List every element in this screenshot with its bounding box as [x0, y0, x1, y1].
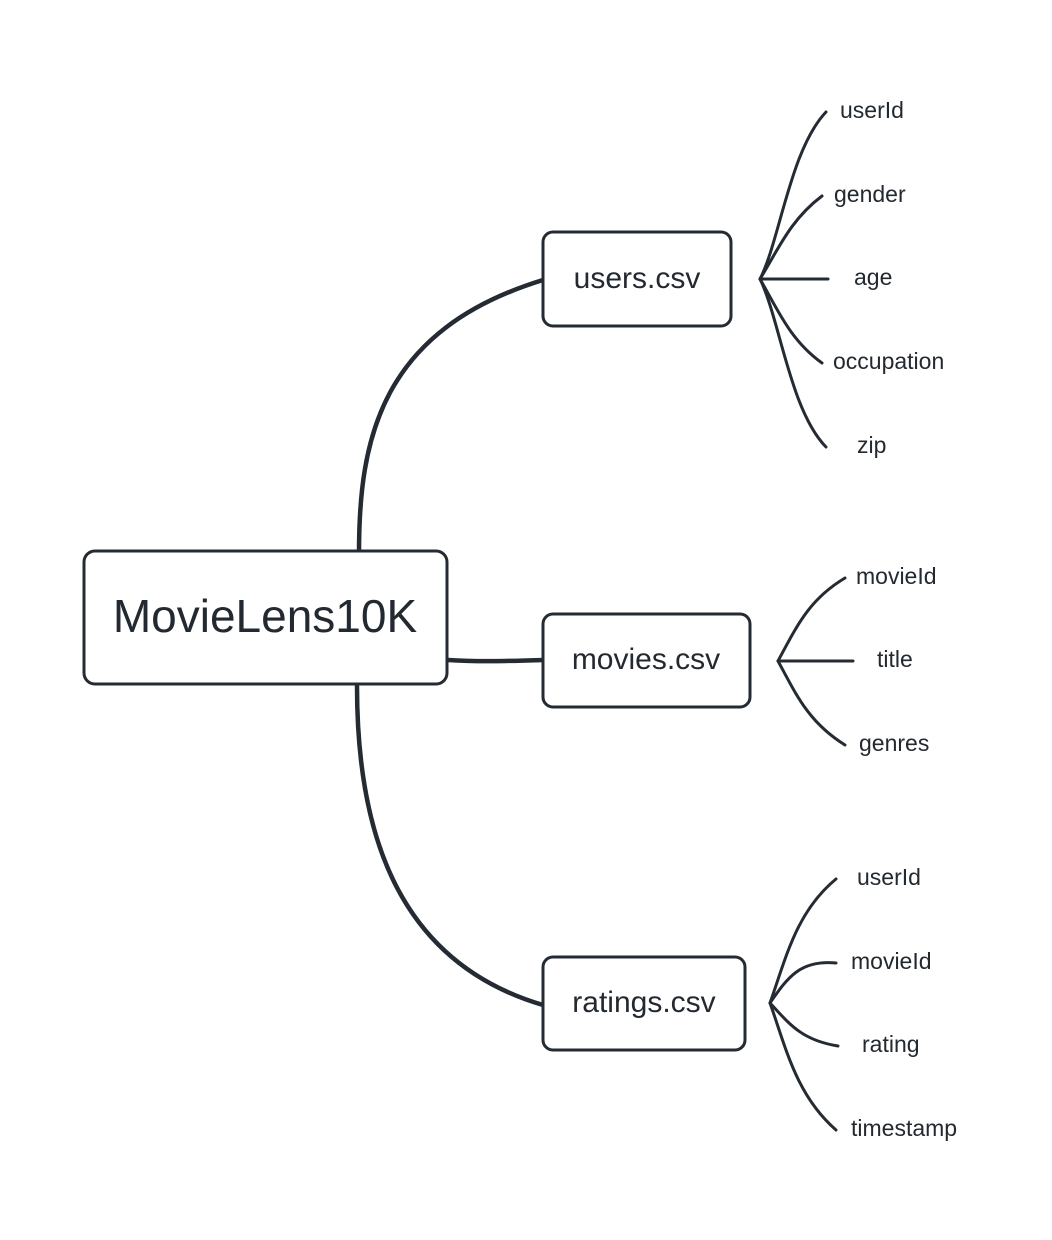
leaf-label-ratings-timestamp[interactable]: timestamp: [851, 1115, 957, 1141]
edge-movies-movieid: [776, 576, 847, 663]
ratings-leaf-edges: [768, 877, 840, 1132]
edge-root-to-users: [356, 277, 546, 556]
edge-ratings-rating: [768, 1001, 840, 1048]
node-ratings-csv[interactable]: ratings.csv: [541, 955, 747, 1052]
ratings-node-label: ratings.csv: [572, 986, 715, 1019]
root-branch-edges: [354, 277, 546, 1008]
leaf-label-movies-movieid[interactable]: movieId: [856, 563, 937, 589]
movies-node-label: movies.csv: [572, 643, 720, 676]
users-node-box[interactable]: [541, 230, 733, 328]
users-leaf-labels: userId gender age occupation zip: [833, 97, 944, 458]
node-root[interactable]: MovieLens10K: [82, 549, 449, 686]
users-node-label: users.csv: [574, 262, 701, 295]
edge-users-gender: [758, 194, 824, 281]
leaf-label-users-userid[interactable]: userId: [840, 97, 904, 123]
leaf-label-movies-genres[interactable]: genres: [859, 730, 929, 756]
root-node-box[interactable]: [82, 549, 449, 686]
movies-node-box[interactable]: [541, 612, 752, 709]
leaf-label-movies-title[interactable]: title: [877, 646, 913, 672]
leaf-label-ratings-movieid[interactable]: movieId: [851, 948, 932, 974]
node-movies-csv[interactable]: movies.csv: [541, 612, 752, 709]
leaf-label-ratings-rating[interactable]: rating: [862, 1031, 920, 1057]
edge-root-to-movies: [445, 657, 546, 664]
users-leaf-edges: [758, 110, 830, 449]
node-users-csv[interactable]: users.csv: [541, 230, 733, 328]
edge-ratings-movieid: [768, 961, 838, 1005]
edge-ratings-timestamp: [768, 1001, 838, 1132]
edge-users-zip: [758, 277, 828, 449]
ratings-leaf-labels: userId movieId rating timestamp: [851, 864, 957, 1141]
edge-users-userid: [758, 110, 828, 281]
movies-leaf-edges: [776, 576, 855, 747]
leaf-label-users-zip[interactable]: zip: [857, 432, 886, 458]
leaf-label-users-occupation[interactable]: occupation: [833, 348, 944, 374]
leaf-label-users-age[interactable]: age: [854, 264, 892, 290]
edge-root-to-ratings: [354, 683, 546, 1008]
edge-movies-genres: [776, 659, 847, 747]
leaf-label-users-gender[interactable]: gender: [834, 181, 906, 207]
edge-users-occupation: [758, 277, 824, 365]
ratings-node-box[interactable]: [541, 955, 747, 1052]
root-node-label: MovieLens10K: [113, 590, 418, 642]
movies-leaf-labels: movieId title genres: [856, 563, 937, 756]
leaf-label-ratings-userid[interactable]: userId: [857, 864, 921, 890]
edge-ratings-userid: [768, 877, 838, 1005]
